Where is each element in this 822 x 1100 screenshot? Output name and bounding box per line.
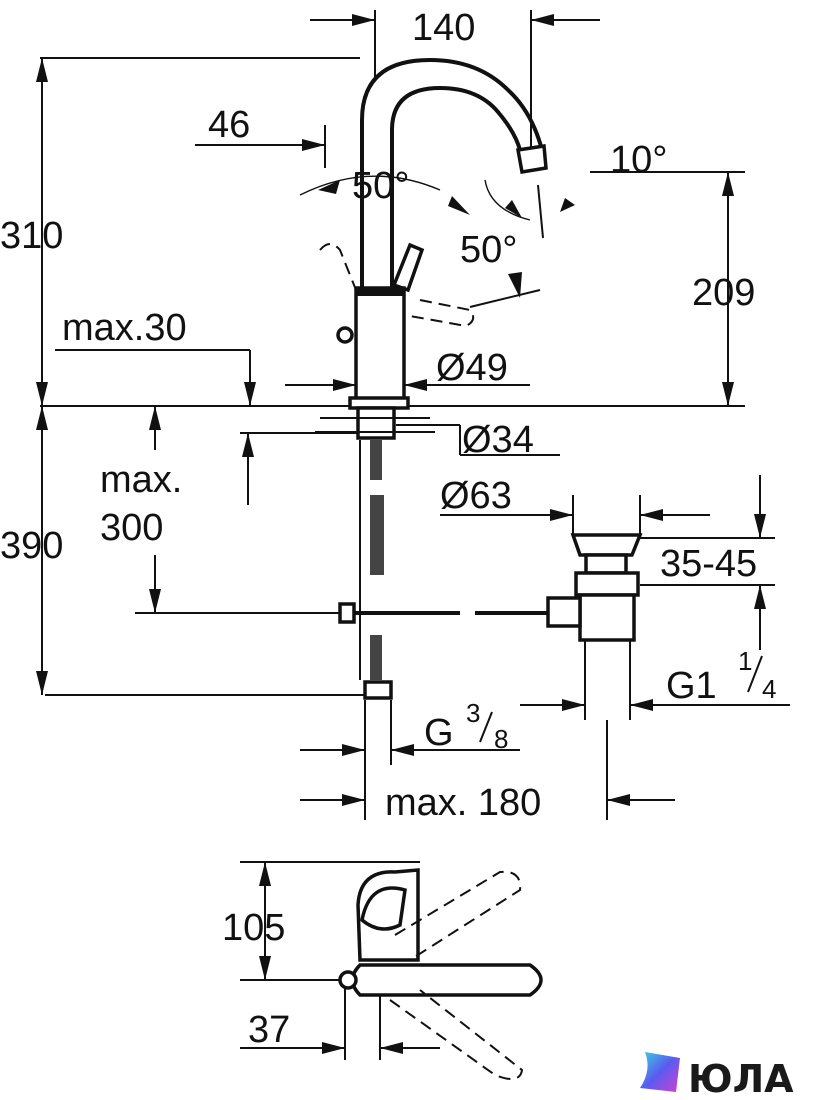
dim-diameter-63: Ø63: [440, 475, 512, 517]
brand-name: ЮЛА: [688, 1057, 794, 1100]
dim-46: 46: [208, 104, 250, 146]
g114-numerator: 1: [738, 646, 752, 676]
dim-37: 37: [248, 1009, 290, 1051]
g114-main: G1: [666, 665, 717, 707]
faucet-side-view: [40, 10, 745, 720]
angle-50-top: 50°: [352, 165, 409, 207]
dim-310: 310: [0, 215, 63, 257]
dim-max180: max. 180: [385, 782, 541, 824]
dim-max30: max.30: [62, 307, 187, 349]
brand-logo: ЮЛА: [640, 1052, 794, 1100]
dimension-labels: 140 46 50° 10° 50° 310 209 max.30 Ø49 Ø3…: [0, 7, 776, 1051]
angle-10: 10°: [610, 139, 667, 181]
dim-max300-line2: 300: [100, 507, 163, 549]
faucet-top-view: [240, 861, 543, 1080]
angle-50-side: 50°: [460, 229, 517, 271]
g38-numerator: 3: [466, 698, 480, 728]
dim-g1-1-4: G1 1 4: [666, 646, 776, 707]
dim-diameter-34: Ø34: [462, 419, 534, 461]
dim-g-3-8: G 3 8: [424, 698, 508, 754]
g38-denominator: 8: [494, 724, 508, 754]
dimension-lines: [36, 14, 790, 820]
g38-main: G: [424, 712, 454, 754]
dim-max300-line1: max.: [100, 459, 182, 501]
dim-390: 390: [0, 525, 63, 567]
dim-105: 105: [222, 907, 285, 949]
dim-140: 140: [412, 7, 475, 49]
dim-35-45: 35-45: [660, 543, 757, 585]
brand-mark-icon: [640, 1052, 680, 1092]
g114-denominator: 4: [762, 674, 776, 704]
dim-209: 209: [692, 272, 755, 314]
dim-diameter-49: Ø49: [436, 347, 508, 389]
